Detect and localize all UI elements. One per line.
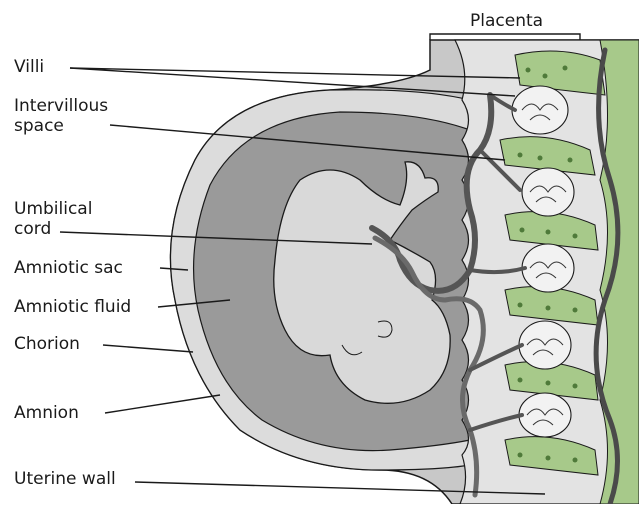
uterine-wall-label: Uterine wall: [14, 469, 116, 489]
umbilical-cord-label-line1: Umbilical: [14, 199, 92, 219]
umbilical-cord-label-line2: cord: [14, 219, 51, 239]
placenta-bracket: [430, 34, 580, 40]
chorion-label: Chorion: [14, 334, 80, 354]
placenta-label: Placenta: [470, 11, 543, 31]
amnion-label: Amnion: [14, 403, 79, 423]
villi-label: Villi: [14, 57, 44, 77]
intervillous-space-label-line1: Intervillous: [14, 96, 108, 116]
intervillous-space-label-line2: space: [14, 116, 64, 136]
amniotic-fluid-label: Amniotic fluid: [14, 297, 131, 317]
amniotic-sac-label: Amniotic sac: [14, 258, 123, 278]
